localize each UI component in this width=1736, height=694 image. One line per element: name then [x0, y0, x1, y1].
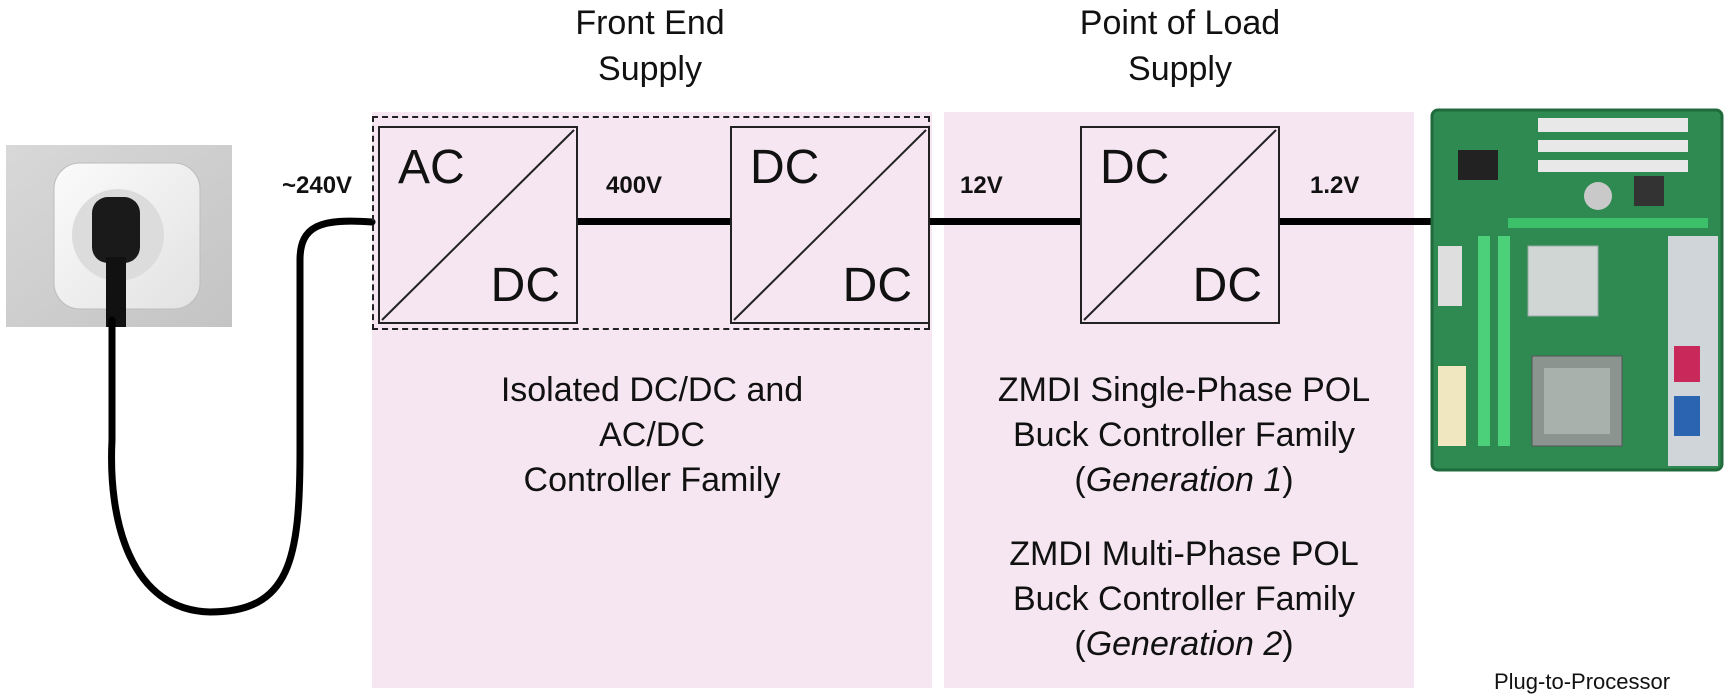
- pol-heading: Point of Load Supply: [1079, 4, 1281, 88]
- converter-output-label: DC: [842, 259, 912, 312]
- wall-socket-image: [6, 145, 232, 327]
- plug-to-processor-caption: Plug-to-Processor: [1494, 669, 1671, 694]
- wire-1-2v: [1280, 218, 1432, 225]
- isolated-dc-dc-converter: DC DC: [730, 126, 930, 324]
- front-end-heading: Front End Supply: [575, 4, 725, 88]
- converter-output-label: DC: [1192, 259, 1262, 312]
- bus-12v-label: 12V: [960, 172, 1003, 199]
- pol-gen1-description: ZMDI Single-Phase POL Buck Controller Fa…: [997, 371, 1371, 499]
- mains-voltage-label: ~240V: [282, 172, 353, 199]
- bus-400v-label: 400V: [606, 172, 663, 199]
- converter-output-label: DC: [490, 259, 560, 312]
- motherboard-image: [1428, 106, 1730, 476]
- plug-icon: [6, 145, 232, 327]
- ac-dc-converter: AC DC: [378, 126, 578, 324]
- core-voltage-label: 1.2V: [1310, 172, 1360, 199]
- pol-gen2-description: ZMDI Multi-Phase POL Buck Controller Fam…: [1009, 535, 1359, 663]
- wire-ac-dc-to-dc-dc: [578, 218, 730, 225]
- converter-input-label: DC: [750, 141, 820, 194]
- wire-12v-bus: [930, 218, 1082, 225]
- motherboard-icon: [1430, 108, 1724, 472]
- power-cord: [108, 217, 376, 616]
- pol-dc-dc-converter: DC DC: [1080, 126, 1280, 324]
- converter-input-label: DC: [1100, 141, 1170, 194]
- converter-input-label: AC: [398, 141, 465, 194]
- front-end-description: Isolated DC/DC and AC/DC Controller Fami…: [500, 371, 804, 499]
